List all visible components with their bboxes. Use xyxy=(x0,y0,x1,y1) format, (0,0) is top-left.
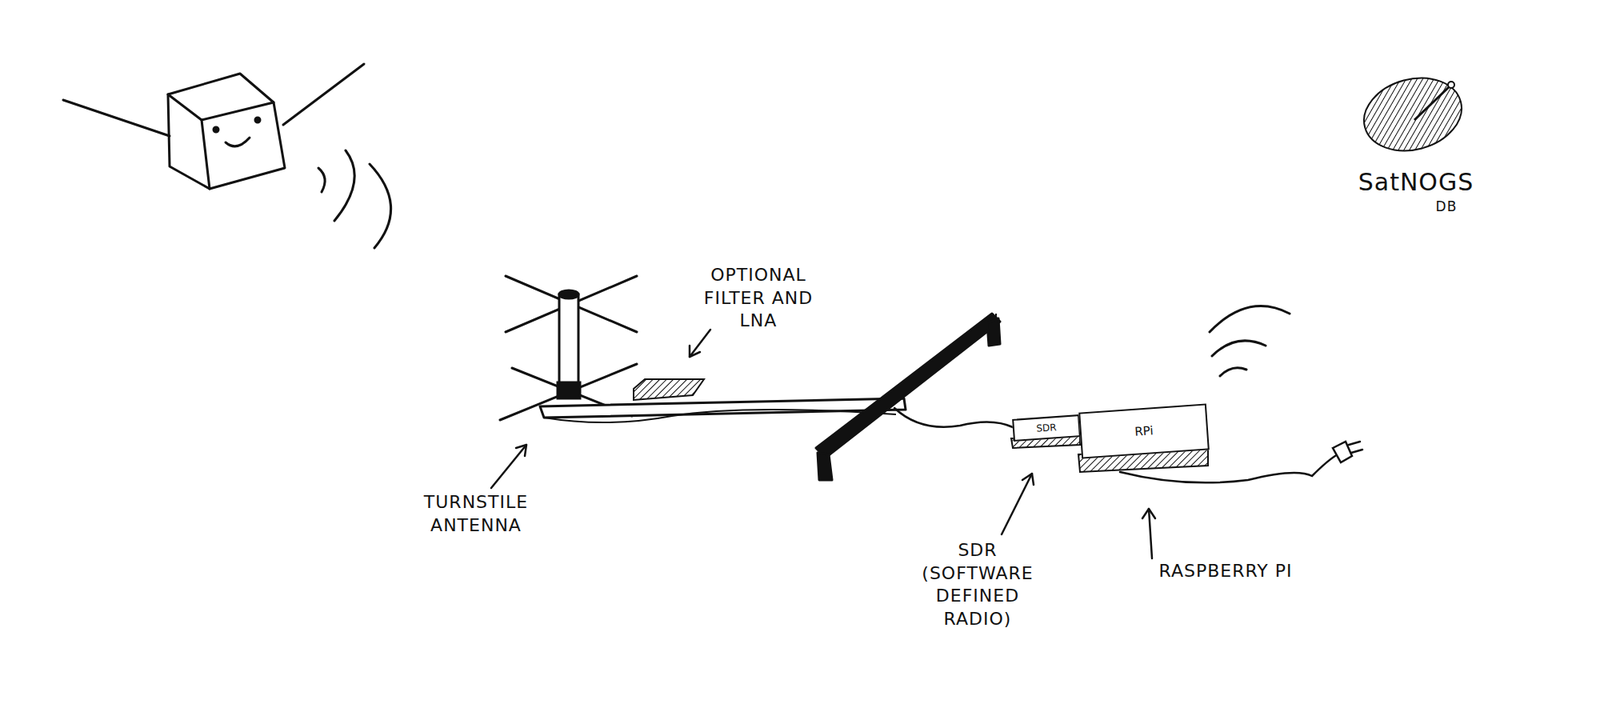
boom xyxy=(540,398,906,418)
power-cord xyxy=(1120,454,1338,483)
coax-cable xyxy=(894,408,1013,428)
turnstile-antenna xyxy=(557,382,580,399)
turnstile-antenna xyxy=(500,276,637,420)
cubesat xyxy=(255,117,260,123)
leader-arrows xyxy=(516,444,527,456)
satnogs-logo xyxy=(1356,67,1471,161)
cubesat xyxy=(168,73,285,189)
power-cord xyxy=(1348,441,1360,445)
callout-label: OPTIONAL FILTER AND LNA xyxy=(698,264,819,333)
sdr-box: SDR xyxy=(1012,414,1081,442)
boom xyxy=(987,318,1000,346)
callout-label: SDR (SOFTWARE DEFINED RADIO) xyxy=(913,539,1042,631)
cubesat xyxy=(63,64,364,189)
boom xyxy=(817,452,832,480)
leader-arrows xyxy=(689,329,711,357)
radio-waves xyxy=(318,150,392,248)
logo-subtext: DB xyxy=(1436,197,1458,216)
wifi-waves xyxy=(1212,340,1266,356)
leader-arrows xyxy=(1148,508,1152,559)
satnogs-logo xyxy=(1414,86,1450,120)
wifi-waves xyxy=(1209,306,1290,376)
leader-arrows xyxy=(689,345,700,357)
callout-label: RASPBERRY PI xyxy=(1158,560,1292,584)
boom xyxy=(540,313,1000,480)
cubesat xyxy=(283,64,364,125)
cubesat xyxy=(168,94,274,120)
power-cord xyxy=(1351,449,1363,453)
radio-waves xyxy=(369,164,392,248)
satnogs-logo xyxy=(1356,67,1471,161)
turnstile-antenna xyxy=(559,290,579,299)
node-label: SDR xyxy=(1036,421,1057,435)
logo-text: SatNOGS xyxy=(1358,166,1475,198)
cubesat xyxy=(213,127,219,132)
leader-arrows xyxy=(1142,508,1156,519)
satnogs-logo xyxy=(1448,81,1455,88)
leader-arrows xyxy=(1001,473,1032,535)
radio-waves xyxy=(334,150,355,221)
boom xyxy=(995,313,997,322)
turnstile-antenna xyxy=(559,294,579,391)
filter-lna-board xyxy=(633,379,704,400)
boom xyxy=(544,409,896,423)
cubesat xyxy=(201,120,210,189)
coax-cable xyxy=(894,408,1013,428)
cubesat xyxy=(63,100,170,136)
leader-arrows xyxy=(491,329,1156,559)
leader-arrows xyxy=(491,444,527,488)
boom xyxy=(816,313,1000,458)
cubesat xyxy=(225,137,250,147)
node-label: RPi xyxy=(1134,423,1155,440)
leader-arrows xyxy=(1022,473,1034,485)
callout-label: TURNSTILE ANTENNA xyxy=(414,491,539,537)
wifi-waves xyxy=(1220,368,1247,376)
raspberry-pi-box: RPi xyxy=(1078,403,1210,459)
wifi-waves xyxy=(1209,306,1290,332)
filter-lna-board xyxy=(633,379,704,400)
radio-waves xyxy=(318,168,325,192)
